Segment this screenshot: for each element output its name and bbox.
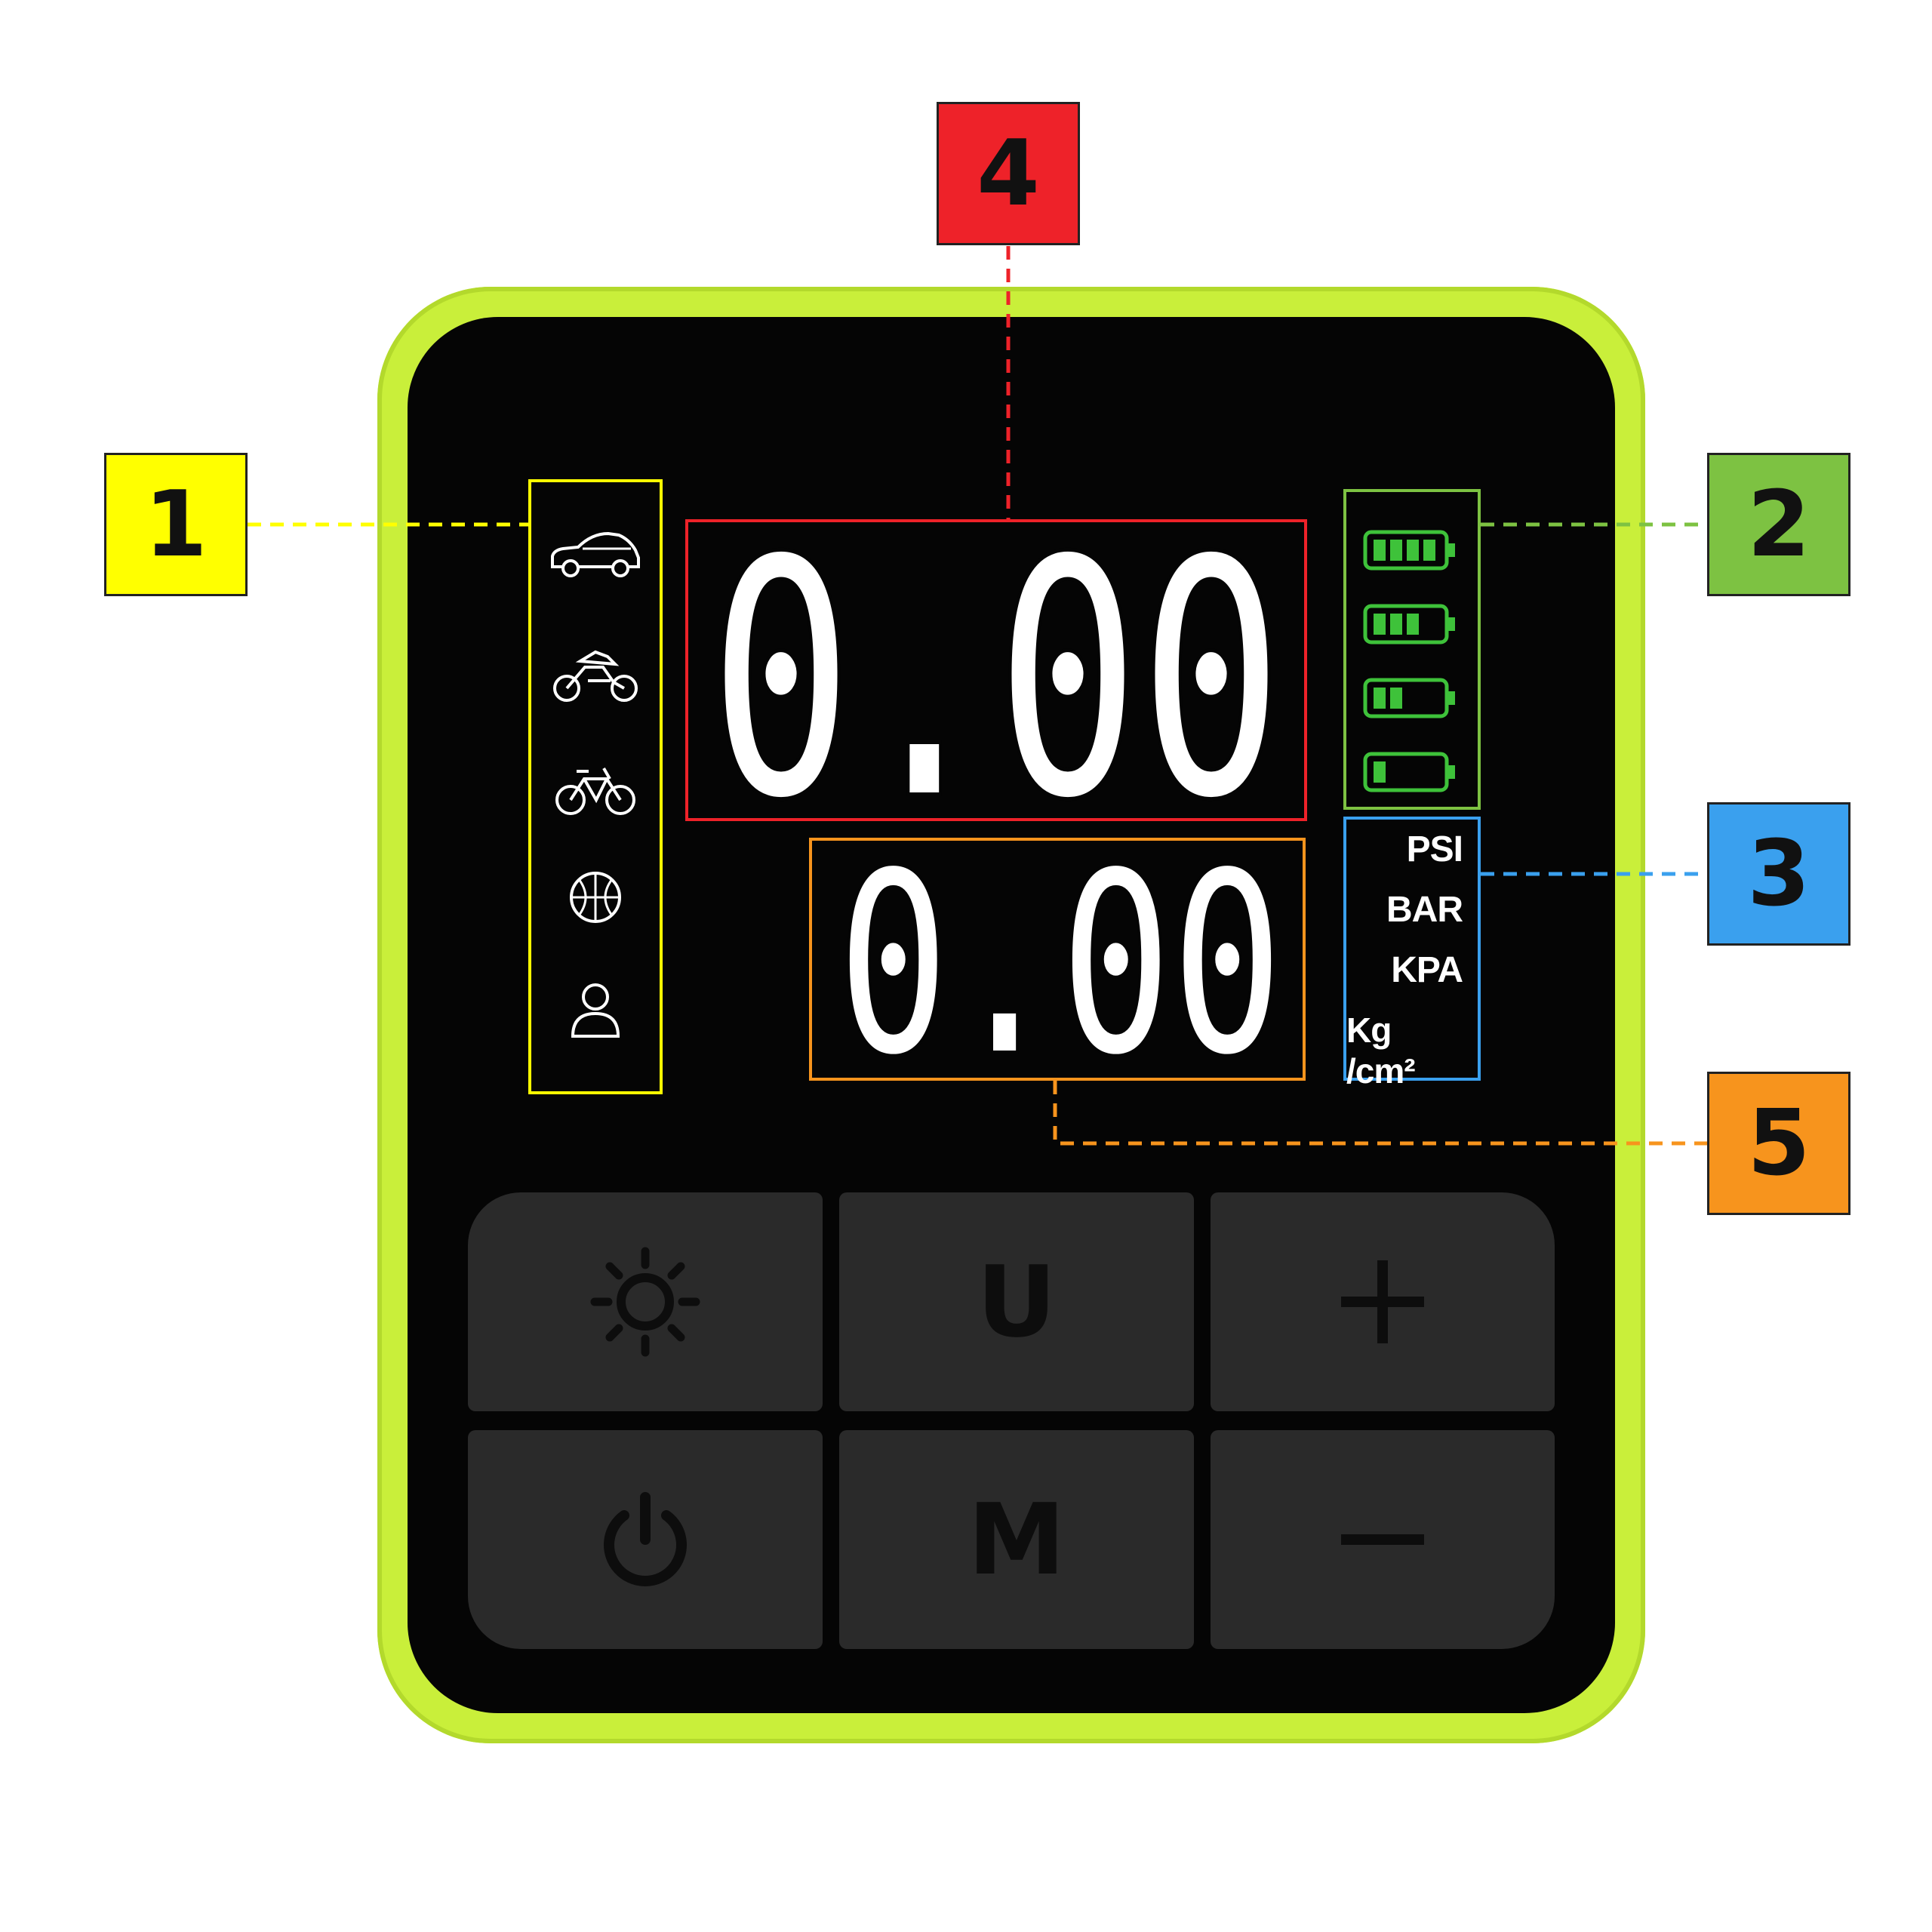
plus-icon xyxy=(1341,1260,1424,1343)
ball-icon xyxy=(570,872,621,923)
unit-bar: BAR xyxy=(1386,890,1463,930)
mode-motorcycle[interactable] xyxy=(531,645,660,705)
units-panel: PSI BAR KPA Kg /cm² xyxy=(1343,817,1481,1091)
mode-button[interactable]: M xyxy=(839,1430,1194,1649)
power-button[interactable] xyxy=(468,1430,823,1649)
unit-psi: PSI xyxy=(1406,829,1463,869)
callout-5: 5 xyxy=(1707,1072,1850,1215)
battery-three-quarter-icon xyxy=(1363,604,1455,645)
battery-full-icon xyxy=(1363,530,1455,571)
secondary-display: 0.00 xyxy=(835,845,1286,1072)
battery-panel xyxy=(1343,489,1481,810)
secondary-display-frame xyxy=(809,838,1306,1081)
light-button[interactable] xyxy=(468,1192,823,1411)
plus-button[interactable] xyxy=(1211,1192,1555,1411)
battery-half-icon xyxy=(1363,678,1455,718)
unit-kgcm2: Kg /cm² xyxy=(1346,1011,1416,1091)
mode-button-label: M xyxy=(968,1482,1066,1597)
unit-button[interactable]: U xyxy=(839,1192,1194,1411)
light-icon xyxy=(590,1247,700,1357)
callout-4: 4 xyxy=(937,102,1080,245)
mode-person[interactable] xyxy=(531,980,660,1041)
callout-2: 2 xyxy=(1707,453,1850,596)
secondary-display-value: 0.00 xyxy=(838,845,1283,1072)
power-icon xyxy=(604,1492,687,1586)
person-icon xyxy=(571,983,620,1038)
unit-button-label: U xyxy=(977,1244,1057,1359)
bicycle-icon xyxy=(555,768,635,815)
callout-1: 1 xyxy=(104,453,248,596)
mode-ball[interactable] xyxy=(531,867,660,928)
minus-icon xyxy=(1341,1534,1424,1545)
mode-car[interactable] xyxy=(531,528,660,580)
main-display-value: 0.00 xyxy=(709,528,1283,815)
unit-kpa: KPA xyxy=(1391,950,1463,990)
mode-panel xyxy=(528,479,663,1094)
callout-3: 3 xyxy=(1707,802,1850,946)
main-display: 0.00 xyxy=(706,528,1287,815)
battery-low-icon xyxy=(1363,752,1455,792)
car-icon xyxy=(551,531,640,577)
callout-line-5 xyxy=(1053,1081,1707,1146)
mode-bicycle[interactable] xyxy=(531,758,660,818)
minus-button[interactable] xyxy=(1211,1430,1555,1649)
main-display-frame xyxy=(685,519,1307,821)
motorcycle-icon xyxy=(553,650,638,702)
